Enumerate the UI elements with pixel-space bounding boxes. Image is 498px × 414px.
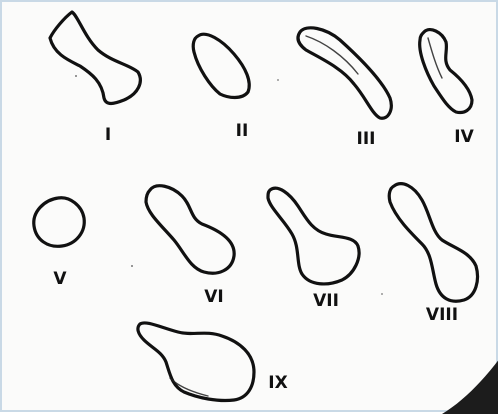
outline-iv-inner-stroke xyxy=(428,38,442,78)
corner-shadow xyxy=(442,358,498,414)
paper-speck xyxy=(75,75,77,77)
outline-vii xyxy=(268,188,359,284)
outline-vi xyxy=(146,186,234,273)
label-vi: VI xyxy=(204,287,223,307)
label-v: V xyxy=(53,269,67,289)
label-viii: VIII xyxy=(426,305,458,325)
label-ii: II xyxy=(236,121,249,141)
label-iii: III xyxy=(357,129,376,149)
paper-speck xyxy=(277,79,279,81)
label-i: I xyxy=(105,125,111,145)
paper-speck xyxy=(381,293,383,295)
outline-iv xyxy=(420,30,472,113)
label-iv: IV xyxy=(454,127,474,147)
outline-ii xyxy=(193,34,249,97)
outline-ix xyxy=(138,323,254,401)
label-ix: IX xyxy=(268,373,287,393)
label-vii: VII xyxy=(313,291,339,311)
outline-i xyxy=(50,12,140,104)
paper-speck xyxy=(131,265,133,267)
outline-v xyxy=(34,198,84,247)
outline-iii xyxy=(298,28,391,118)
outline-viii xyxy=(389,184,477,302)
